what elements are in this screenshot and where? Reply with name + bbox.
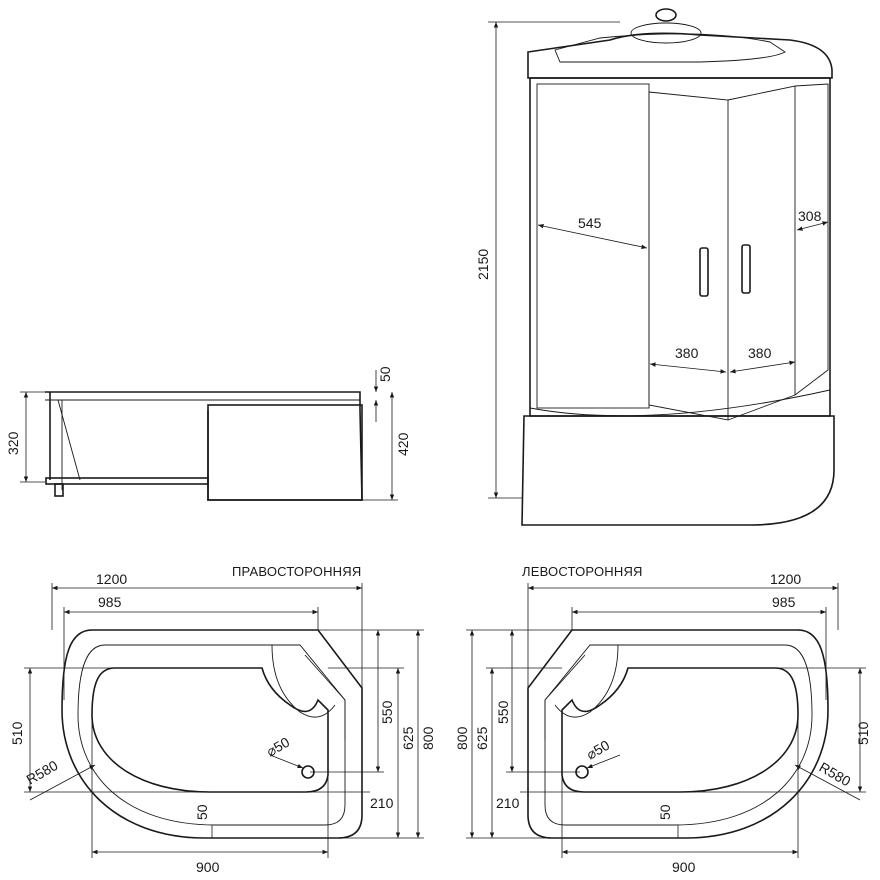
left-radius: R580 [817, 759, 854, 790]
right-inner-length: 900 [196, 859, 220, 875]
left-overall-length: 1200 [770, 571, 801, 587]
door-left-label: 380 [675, 345, 699, 361]
left-drain-diameter: ⌀50 [584, 737, 613, 763]
left-top-length: 985 [772, 594, 796, 610]
right-overall-length: 1200 [96, 571, 127, 587]
door-width-label: 545 [578, 215, 602, 231]
left-inner-depth: 510 [855, 721, 871, 745]
tray-side-view: 320 50 420 [5, 366, 411, 501]
left-seat-depth: 550 [495, 700, 511, 724]
left-plan-outline [466, 583, 866, 858]
total-height-label: 420 [395, 432, 411, 456]
left-overall-depth: 800 [454, 726, 470, 750]
rim-height-label: 50 [377, 366, 393, 382]
left-side-depth: 625 [474, 726, 490, 750]
right-plan-title: ПРАВОСТОРОННЯЯ [232, 564, 361, 579]
door-right-label: 380 [748, 345, 772, 361]
left-inner-length: 900 [672, 859, 696, 875]
right-side-depth: 625 [400, 726, 416, 750]
left-plan-title: ЛЕВОСТОРОННЯЯ [522, 564, 643, 579]
right-inner-depth: 510 [9, 721, 25, 745]
left-drain-offset: 210 [496, 795, 520, 811]
left-plan-dimensions: ЛЕВОСТОРОННЯЯ 1200 985 510 R580 ⌀50 550 … [454, 564, 871, 875]
door-handle-left [699, 247, 709, 297]
left-rim: 50 [657, 804, 673, 820]
door-handle-right [741, 244, 751, 294]
right-drain-diameter: ⌀50 [264, 734, 293, 760]
right-plan-dimensions: ПРАВОСТОРОННЯЯ 1200 985 510 R580 ⌀50 550… [9, 564, 436, 875]
right-drain-offset: 210 [370, 795, 394, 811]
right-plan-outline [61, 629, 363, 839]
tray-height-label: 320 [5, 431, 21, 455]
right-radius: R580 [24, 757, 61, 788]
cabin-height-label: 2150 [475, 249, 491, 280]
cabin-front-view: 2150 545 308 380 380 [475, 8, 835, 526]
right-top-length: 985 [98, 594, 122, 610]
side-width-label: 308 [798, 208, 822, 224]
right-overall-depth: 800 [420, 726, 436, 750]
right-seat-depth: 550 [379, 700, 395, 724]
right-rim: 50 [194, 804, 210, 820]
